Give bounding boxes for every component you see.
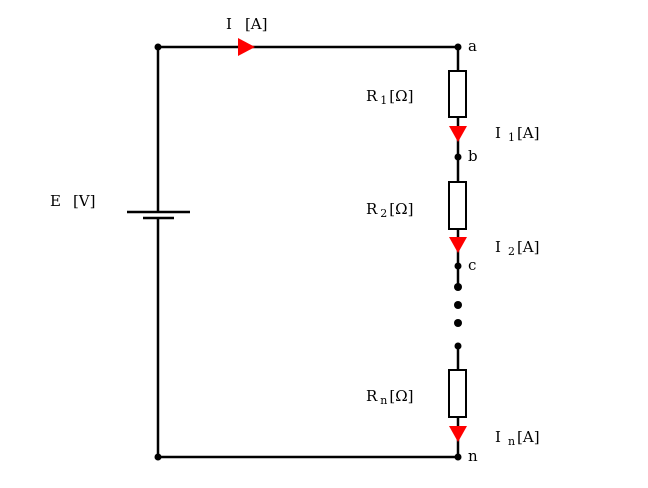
ellipsis-dot [454, 319, 462, 327]
junction-a [454, 43, 462, 51]
current-arrow-i1 [449, 126, 467, 142]
current-arrows [238, 38, 467, 442]
source-label: E[V] [50, 192, 96, 210]
junctions [154, 43, 462, 461]
main-current-arrow [238, 38, 255, 56]
node-c-label: c [468, 256, 476, 274]
ellipsis-dot [454, 283, 462, 291]
node-a-label: a [468, 37, 477, 55]
junction-b [454, 153, 462, 161]
resistor-rn [448, 369, 467, 418]
battery-symbol [127, 210, 190, 220]
node-n-label: n [468, 447, 478, 465]
current-arrow-in [449, 426, 467, 442]
junction-before-rn [454, 342, 462, 350]
junction-top-left [154, 43, 162, 51]
junction-n [454, 453, 462, 461]
ellipsis-dot [454, 301, 462, 309]
junction-bottom-left [154, 453, 162, 461]
current-arrow-i2 [449, 237, 467, 253]
node-b-label: b [468, 147, 478, 165]
resistor-r1 [448, 70, 467, 118]
junction-c [454, 262, 462, 270]
ellipsis-dots [454, 283, 462, 327]
resistors [448, 70, 467, 418]
main-current-label: I[A] [226, 15, 267, 33]
resistor-r2 [448, 181, 467, 230]
